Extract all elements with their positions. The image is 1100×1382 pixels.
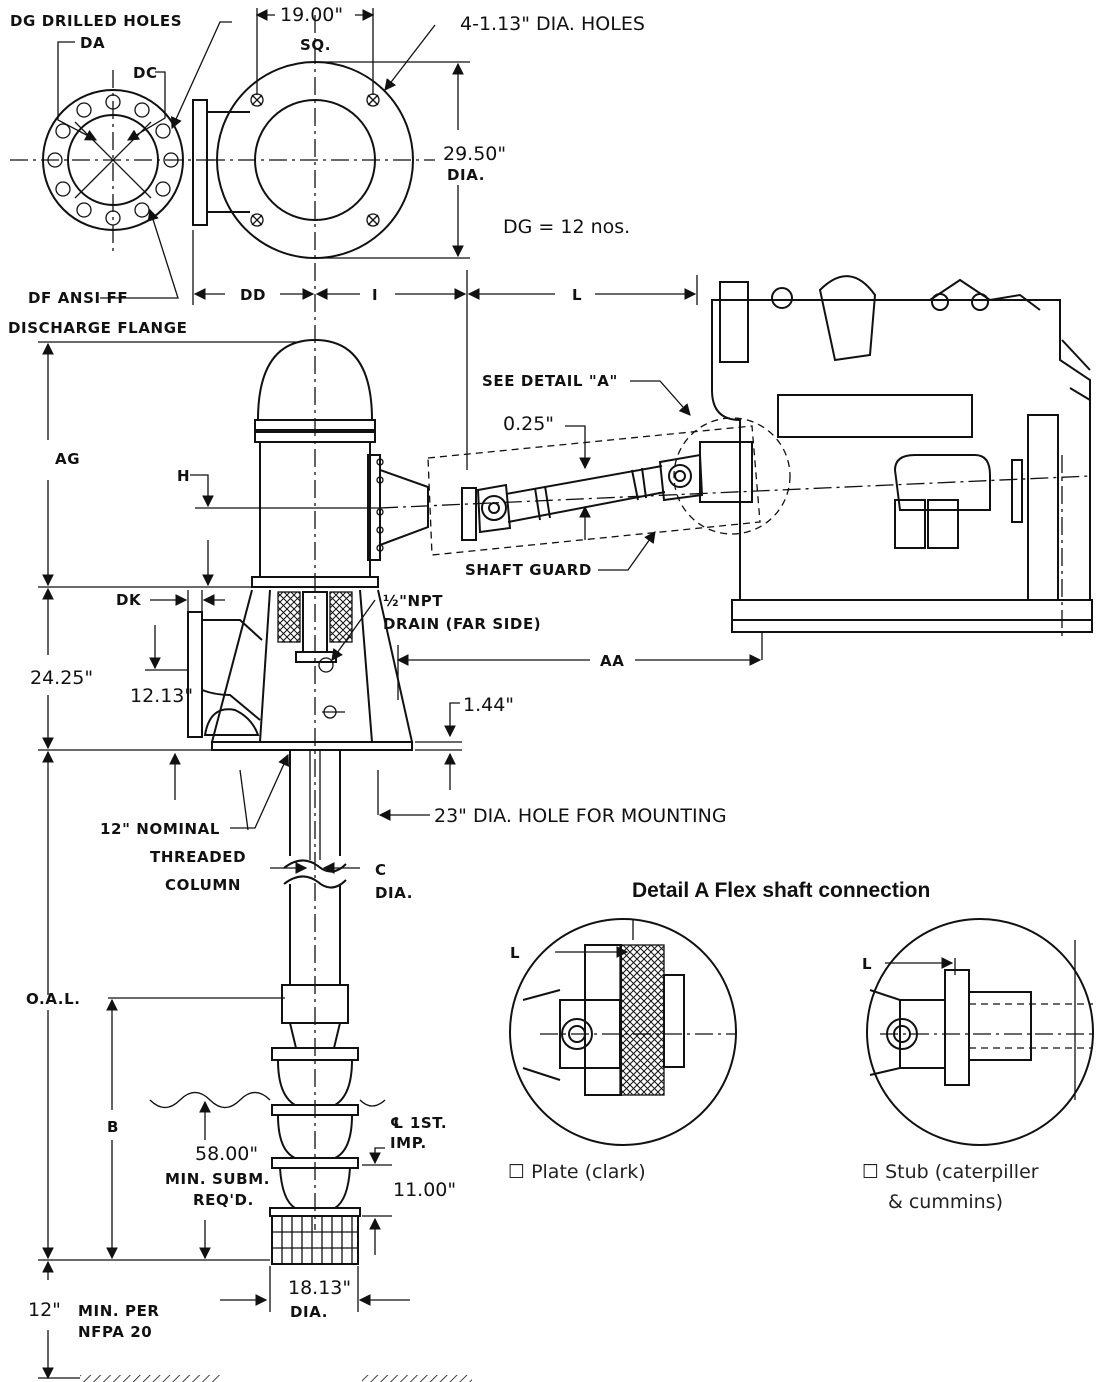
- label-dg-drilled-holes: DG DRILLED HOLES: [10, 12, 182, 30]
- elevation-dimensions: [38, 341, 762, 1382]
- pump-elevation: [149, 338, 429, 1265]
- label-da: DA: [80, 34, 105, 52]
- label-shaft-guard: SHAFT GUARD: [465, 561, 592, 579]
- label-mounting: 23" DIA. HOLE FOR MOUNTING: [434, 805, 727, 827]
- detail-l-left: L: [510, 944, 520, 962]
- label-c: C: [375, 861, 387, 879]
- label-c-dia: DIA.: [375, 884, 413, 902]
- label-025: 0.25": [503, 413, 554, 435]
- label-holes: 4-1.13" DIA. HOLES: [460, 13, 645, 35]
- discharge-flange-top-view: [10, 70, 250, 255]
- label-min-per: MIN. PER: [78, 1302, 160, 1320]
- label-oal: O.A.L.: [26, 990, 81, 1008]
- label-dc: DC: [133, 64, 158, 82]
- label-drain-line1: ½"NPT: [383, 592, 443, 610]
- detail-title: Detail A Flex shaft connection: [632, 879, 930, 902]
- label-column-line2: THREADED: [150, 848, 246, 866]
- label-dd: DD: [240, 286, 266, 304]
- flex-shaft-assembly: [379, 417, 1091, 556]
- label-subm-line1: MIN. SUBM.: [165, 1170, 270, 1188]
- detail-l-right: L: [862, 955, 872, 973]
- label-column-line3: COLUMN: [165, 876, 241, 894]
- label-5800: 58.00": [195, 1143, 258, 1165]
- label-i: I: [372, 286, 378, 304]
- label-dia-top: DIA.: [447, 166, 485, 184]
- label-ag: AG: [55, 450, 80, 468]
- label-1813: 18.13": [288, 1277, 351, 1299]
- label-drain-line2: DRAIN (FAR SIDE): [383, 615, 541, 633]
- label-144: 1.44": [463, 694, 514, 716]
- label-1100: 11.00": [393, 1179, 456, 1201]
- drawing-labels: DG DRILLED HOLES DA DC DF ANSI FF DISCHA…: [8, 4, 1039, 1341]
- label-2425: 24.25": [30, 667, 93, 689]
- label-b: B: [107, 1118, 119, 1136]
- caption-stub-line2: & cummins): [888, 1191, 1003, 1213]
- label-impeller-line1: ℄ 1ST.: [390, 1114, 447, 1132]
- label-2950: 29.50": [443, 143, 506, 165]
- label-impeller-line2: IMP.: [390, 1134, 427, 1152]
- detail-plate: [509, 918, 737, 1146]
- top-dimensions: [57, 8, 698, 470]
- label-column-line1: 12" NOMINAL: [100, 820, 220, 838]
- label-sq: SQ.: [300, 36, 331, 54]
- diesel-engine: [711, 275, 1093, 660]
- label-subm-line2: REQ'D.: [193, 1191, 254, 1209]
- label-1213: 12.13": [130, 685, 193, 707]
- label-dia-bottom: DIA.: [290, 1303, 328, 1321]
- label-df-line2: DISCHARGE FLANGE: [8, 319, 187, 337]
- label-df-line1: DF ANSI FF: [28, 289, 128, 307]
- label-nfpa: NFPA 20: [78, 1323, 152, 1341]
- caption-plate: ☐ Plate (clark): [508, 1161, 646, 1183]
- label-aa: AA: [600, 652, 624, 670]
- label-12-min: 12": [28, 1299, 61, 1321]
- detail-stub: [866, 918, 1094, 1146]
- label-see-detail: SEE DETAIL "A": [482, 372, 618, 390]
- label-19-dim: 19.00": [280, 4, 343, 26]
- label-dg-nos: DG = 12 nos.: [503, 216, 630, 238]
- caption-stub-line1: ☐ Stub (caterpiller: [862, 1161, 1039, 1183]
- label-dk: DK: [116, 591, 142, 609]
- label-l-top: L: [572, 286, 582, 304]
- label-h: H: [177, 467, 190, 485]
